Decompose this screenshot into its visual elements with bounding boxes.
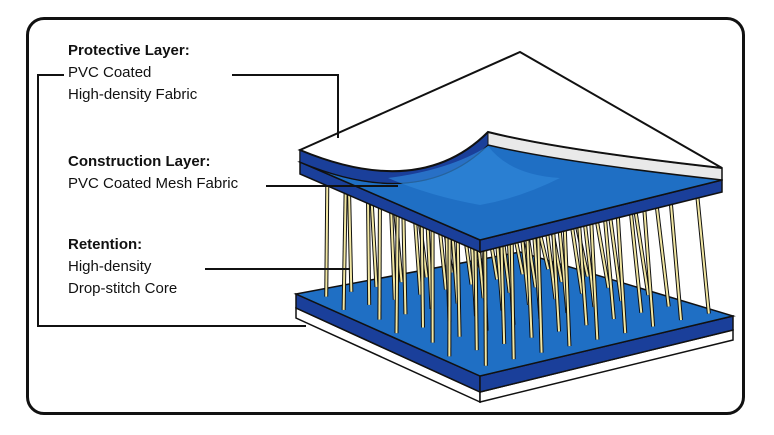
protective-layer-line1: PVC Coated	[68, 64, 152, 81]
stitch-thread	[537, 229, 543, 353]
protective-layer-line2: High-density Fabric	[68, 86, 198, 103]
protective-layer-title: Protective Layer:	[68, 42, 190, 59]
leader-lines	[37, 74, 398, 327]
stitch-thread	[589, 216, 599, 340]
construction-layer-line1: PVC Coated Mesh Fabric	[68, 175, 239, 192]
stitch-thread	[484, 242, 487, 366]
protective-layer	[297, 50, 723, 205]
retention-title: Retention:	[68, 236, 143, 253]
retention-line1: High-density	[68, 258, 152, 275]
stitch-thread	[510, 235, 515, 360]
stitch-thread	[395, 211, 399, 334]
stitch-thread	[563, 222, 571, 347]
stitch-thread	[669, 197, 682, 321]
construction-layer-label: Construction Layer: PVC Coated Mesh Fabr…	[68, 151, 238, 195]
retention-line2: Drop-stitch Core	[68, 280, 178, 297]
leader-retention-outline	[37, 74, 306, 327]
stitch-thread	[366, 186, 371, 305]
retention-label: Retention: High-density Drop-stitch Core	[68, 234, 177, 300]
stitch-thread	[378, 199, 381, 320]
stitch-thread	[642, 203, 655, 327]
stitch-thread	[695, 190, 710, 314]
construction-layer-title: Construction Layer:	[68, 153, 211, 170]
protective-layer-label: Protective Layer: PVC Coated High-densit…	[68, 40, 197, 106]
leader-protective	[232, 74, 339, 138]
stitch-thread	[342, 189, 347, 310]
stitch-thread	[616, 210, 627, 334]
stitch-thread	[325, 177, 329, 297]
